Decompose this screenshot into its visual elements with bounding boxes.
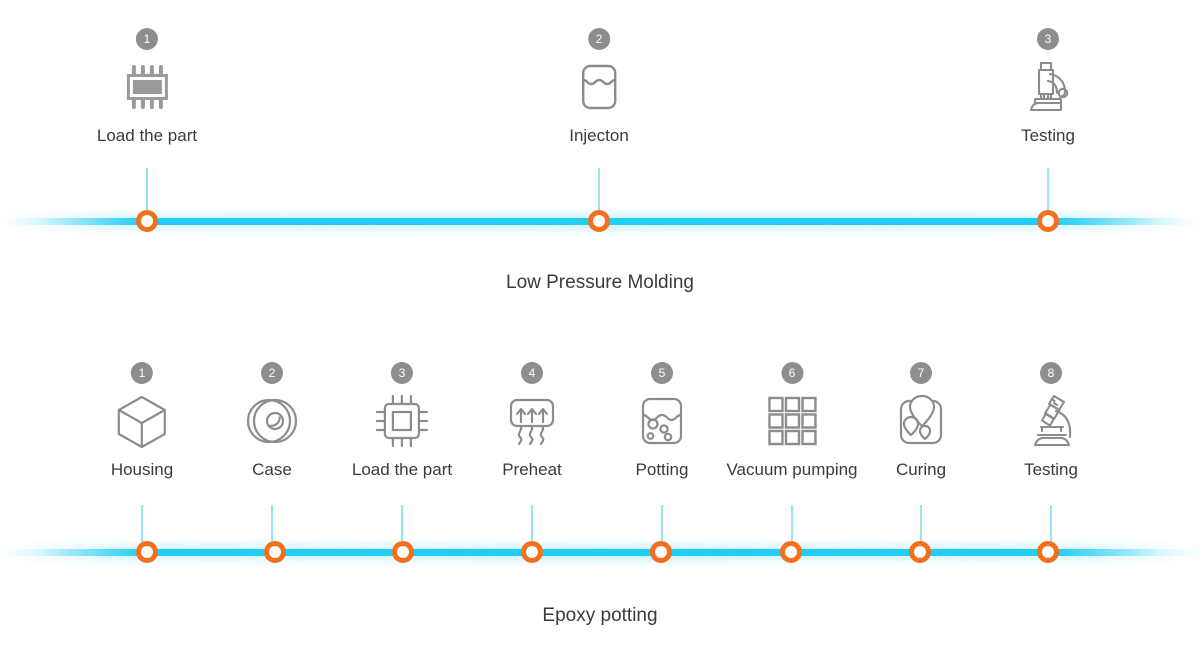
timeline-node[interactable] xyxy=(136,541,158,563)
timeline-node[interactable] xyxy=(1037,541,1059,563)
timeline-node[interactable] xyxy=(392,541,414,563)
step-number-badge: 1 xyxy=(135,28,158,50)
microscope-icon xyxy=(1019,56,1077,118)
timeline-node[interactable] xyxy=(588,210,610,232)
step-number-badge: 8 xyxy=(1040,362,1062,384)
step-label: Preheat xyxy=(502,460,562,479)
step-stem xyxy=(1047,168,1049,221)
microscope-outline-icon xyxy=(1021,390,1081,452)
step-stem xyxy=(531,505,533,552)
step-testing[interactable]: 3 Testing xyxy=(1019,28,1077,146)
step-injecton[interactable]: 2 Injecton xyxy=(569,28,629,146)
timeline-node[interactable] xyxy=(650,541,672,563)
steps-layer: 1 Housing 2 xyxy=(0,340,1200,660)
step-stem xyxy=(401,505,403,552)
timeline-node[interactable] xyxy=(136,210,158,232)
step-label: Vacuum pumping xyxy=(726,460,858,479)
step-label: Housing xyxy=(110,460,174,479)
step-stem xyxy=(920,505,922,552)
cpu-outline-icon xyxy=(352,390,452,452)
step-stem xyxy=(791,505,793,552)
step-stem xyxy=(598,168,600,221)
step-label: Curing xyxy=(895,460,947,479)
step-label: Potting xyxy=(635,460,689,479)
step-curing[interactable]: 7 Curing xyxy=(891,362,951,480)
section-caption: Epoxy potting xyxy=(542,605,658,626)
timeline-bar xyxy=(0,549,1200,556)
step-stem xyxy=(141,505,143,552)
timeline-node[interactable] xyxy=(1037,210,1059,232)
step-number-badge: 7 xyxy=(910,362,932,384)
step-number-badge: 3 xyxy=(1037,28,1059,50)
liquid-bubbles-icon xyxy=(632,390,692,452)
reel-disc-icon xyxy=(242,390,302,452)
cube-icon xyxy=(111,390,173,452)
step-number-badge: 2 xyxy=(587,28,610,50)
timeline-node[interactable] xyxy=(780,541,802,563)
step-number-badge: 5 xyxy=(651,362,673,384)
step-load-the-part[interactable]: 3 Load the part xyxy=(352,362,452,480)
process-section-epoxy-potting: 1 Housing 2 xyxy=(0,340,1200,660)
steps-layer: 1 Load the p xyxy=(0,0,1200,310)
step-label: Injecton xyxy=(569,126,629,145)
chip-solid-icon xyxy=(97,56,197,118)
step-testing[interactable]: 8 Testing xyxy=(1021,362,1081,480)
step-vacuum-pumping[interactable]: 6 Vacuum pumping xyxy=(726,362,858,480)
step-number-badge: 3 xyxy=(390,362,413,384)
section-caption: Low Pressure Molding xyxy=(506,272,694,293)
grid-3x3-icon xyxy=(726,390,857,452)
step-number-badge: 1 xyxy=(131,362,153,384)
step-potting[interactable]: 5 Potting xyxy=(632,362,692,480)
step-number-badge: 6 xyxy=(780,362,803,384)
step-label: Load the part xyxy=(96,126,198,145)
step-number-badge: 4 xyxy=(521,362,543,384)
step-stem xyxy=(1050,505,1052,552)
step-number-badge: 2 xyxy=(261,362,283,384)
timeline-node[interactable] xyxy=(909,541,931,563)
step-label: Load the part xyxy=(351,460,453,479)
timeline-node[interactable] xyxy=(264,541,286,563)
step-load-the-part[interactable]: 1 Load the p xyxy=(97,28,197,146)
step-label: Testing xyxy=(1024,460,1078,479)
step-case[interactable]: 2 Case xyxy=(242,362,302,480)
step-housing[interactable]: 1 Housing xyxy=(111,362,173,480)
timeline-node[interactable] xyxy=(521,541,543,563)
step-preheat[interactable]: 4 Preheat xyxy=(502,362,562,480)
step-label: Case xyxy=(252,460,292,479)
step-stem xyxy=(271,505,273,552)
step-stem xyxy=(661,505,663,552)
step-stem xyxy=(146,168,148,221)
droplets-panel-icon xyxy=(891,390,951,452)
step-label: Testing xyxy=(1021,126,1075,145)
heat-rising-icon xyxy=(502,390,562,452)
process-section-low-pressure-molding: 1 Load the p xyxy=(0,0,1200,310)
liquid-container-icon xyxy=(569,56,629,118)
